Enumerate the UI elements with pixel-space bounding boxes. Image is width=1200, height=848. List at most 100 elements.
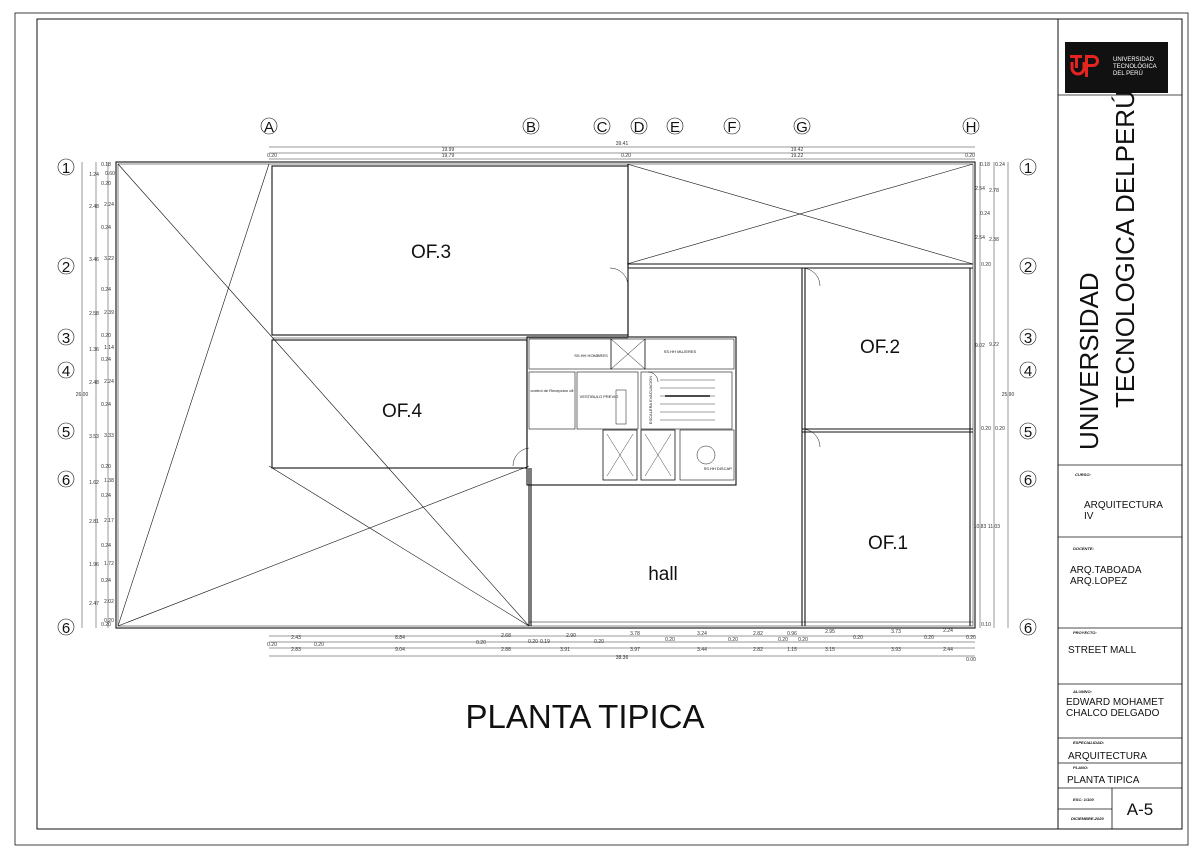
axis-row-6b-right: 6: [1024, 620, 1032, 637]
logo-background: [1065, 42, 1168, 93]
axis-col-e: E: [670, 119, 680, 136]
dim-bot-a5: 3.24: [697, 631, 707, 637]
dim-left-b3: 0.24: [101, 225, 111, 231]
dim-bot-a4: 3.78: [630, 631, 640, 637]
docente-line-2: ARQ.LOPEZ: [1070, 576, 1127, 587]
dim-left-b14: 1.38: [104, 478, 114, 484]
axis-row-5-left: 5: [62, 424, 70, 441]
room-of2: OF.2: [860, 337, 900, 358]
dim-bot-c0: 2.83: [291, 647, 301, 653]
dim-left-a1: 1.24: [89, 172, 99, 178]
dim-bot-b3: 0.20: [528, 639, 538, 645]
row-axes-left: 1 2 3 4 5 6 6: [62, 160, 70, 637]
dim-top-right-inner: 19.22: [791, 153, 804, 159]
axis-col-h: H: [966, 119, 977, 136]
dimension-lines-right: [979, 162, 1009, 628]
dim-bot-b6: 0.20: [665, 637, 675, 643]
dim-bot-c10: 2.44: [943, 647, 953, 653]
dim-left-b16: 2.17: [104, 518, 114, 524]
dim-right-a0: 0.18: [980, 162, 990, 168]
title-block-fields: CURSO: ARQUITECTURA IV DOCENTE: ARQ.TABO…: [1066, 472, 1164, 821]
dim-left-a6: 2.48: [89, 380, 99, 386]
dim-top-total: 39.41: [616, 141, 629, 147]
axis-row-4-left: 4: [62, 363, 70, 380]
dim-bot-total: 38.36: [616, 655, 629, 661]
dim-right-b2: 2.38: [989, 237, 999, 243]
dim-top-right: 19.42: [791, 147, 804, 153]
university-name-line-2: TECNOLOGICA DELPERÚ: [1110, 90, 1140, 408]
axis-row-2-left: 2: [62, 259, 70, 276]
dim-left-b15: 0.24: [101, 493, 111, 499]
dim-left-b17: 0.24: [101, 543, 111, 549]
room-of3: OF.3: [411, 242, 451, 263]
dim-bot-b9: 0.20: [798, 637, 808, 643]
dim-left-a4: 2.58: [89, 311, 99, 317]
dim-right-b5: 11.03: [988, 524, 1000, 530]
dim-left-a2: 2.48: [89, 204, 99, 210]
plano-label: PLANO:: [1073, 765, 1089, 770]
dim-bot-a1: 8.84: [395, 635, 405, 641]
dim-right-total: 25.90: [1002, 392, 1015, 398]
axis-row-1-right: 1: [1024, 160, 1032, 177]
dimension-lines-left: [81, 162, 109, 628]
dim-left-b11: 0.24: [101, 402, 111, 408]
room-escalera: ESCALERA EVACUACION: [648, 376, 653, 424]
dim-bot-c6: 2.82: [753, 647, 763, 653]
dim-right-a7: 10.83: [974, 524, 987, 530]
dim-left-a9: 2.81: [89, 519, 99, 525]
axis-col-c: C: [597, 119, 608, 136]
axis-row-2-right: 2: [1024, 259, 1032, 276]
dim-left-b21: 0.20: [104, 618, 114, 624]
axis-col-g: G: [796, 119, 808, 136]
dim-right-b4: 0.20: [995, 426, 1005, 432]
dimension-text-left: 26.00 0.18 1.24 2.48 3.46 2.58 1.36 2.48…: [76, 162, 115, 628]
title-block-grid: [1058, 94, 1182, 829]
dim-left-a5: 1.36: [89, 347, 99, 353]
dim-left-b9: 0.24: [101, 357, 111, 363]
utp-logo-icon: [1070, 55, 1099, 77]
dim-left-b13: 0.20: [101, 464, 111, 470]
axis-row-6-left: 6: [62, 472, 70, 489]
dim-bot-c4: 3.97: [630, 647, 640, 653]
curso-line-2: IV: [1084, 511, 1094, 522]
axis-col-f: F: [727, 119, 736, 136]
dim-bot-a6: 2.82: [753, 631, 763, 637]
dim-right-a8: 0.10: [981, 622, 991, 628]
dim-left-a12: 0.20: [101, 622, 111, 628]
dim-bot-b2: 0.20: [476, 640, 486, 646]
dim-top-left-inner: 19.79: [442, 153, 455, 159]
dim-bot-b1: 0.20: [314, 642, 324, 648]
dim-right-a4: 0.20: [981, 262, 991, 268]
dim-left-b1: 0.20: [101, 181, 111, 187]
axis-row-5-right: 5: [1024, 424, 1032, 441]
dim-right-a1: 2.54: [975, 186, 985, 192]
docente-label: DOCENTE:: [1073, 546, 1095, 551]
dim-bot-a3: 2.90: [566, 633, 576, 639]
axis-row-3-left: 3: [62, 330, 70, 347]
dim-left-b6: 2.39: [104, 310, 114, 316]
room-ss-mujeres: SS.HH MUJERES: [664, 349, 697, 354]
dim-left-b8: 1.14: [104, 345, 114, 351]
dimension-text-right: 25.90 0.18 2.54 0.24 2.54 0.20 9.02 0.20…: [974, 162, 1015, 628]
dim-top-d: 0.20: [621, 153, 631, 159]
dim-bot-b12: 0.20: [966, 635, 976, 641]
dim-bot-c7: 1.15: [787, 647, 797, 653]
alumno-line-1: EDWARD MOHAMET: [1066, 697, 1164, 708]
dim-bot-b5: 0.20: [594, 639, 604, 645]
dim-bot-c5: 3.44: [697, 647, 707, 653]
logo-line-2: TECNOLÓGICA: [1113, 63, 1157, 70]
room-control: control de Recepcion ofi: [531, 388, 574, 393]
building-walls: [115, 161, 976, 629]
dim-bot-a0: 2.43: [291, 635, 301, 641]
dim-left-a8: 1.62: [89, 480, 99, 486]
room-ss-hombres: SS.HH HOMBRES: [574, 353, 608, 358]
dim-left-b12: 3.33: [104, 433, 114, 439]
dim-left-b2: 2.24: [104, 202, 114, 208]
room-labels: OF.3 OF.4 OF.2 OF.1 hall SS.HH HOMBRES S…: [382, 242, 908, 585]
axis-row-1-left: 1: [62, 160, 70, 177]
especialidad-value: ARQUITECTURA: [1068, 751, 1147, 762]
dim-bot-c9: 3.93: [891, 647, 901, 653]
dim-right-a2: 0.24: [980, 211, 990, 217]
dim-bot-c2: 2.88: [501, 647, 511, 653]
dim-right-b3: 9.22: [989, 342, 999, 348]
